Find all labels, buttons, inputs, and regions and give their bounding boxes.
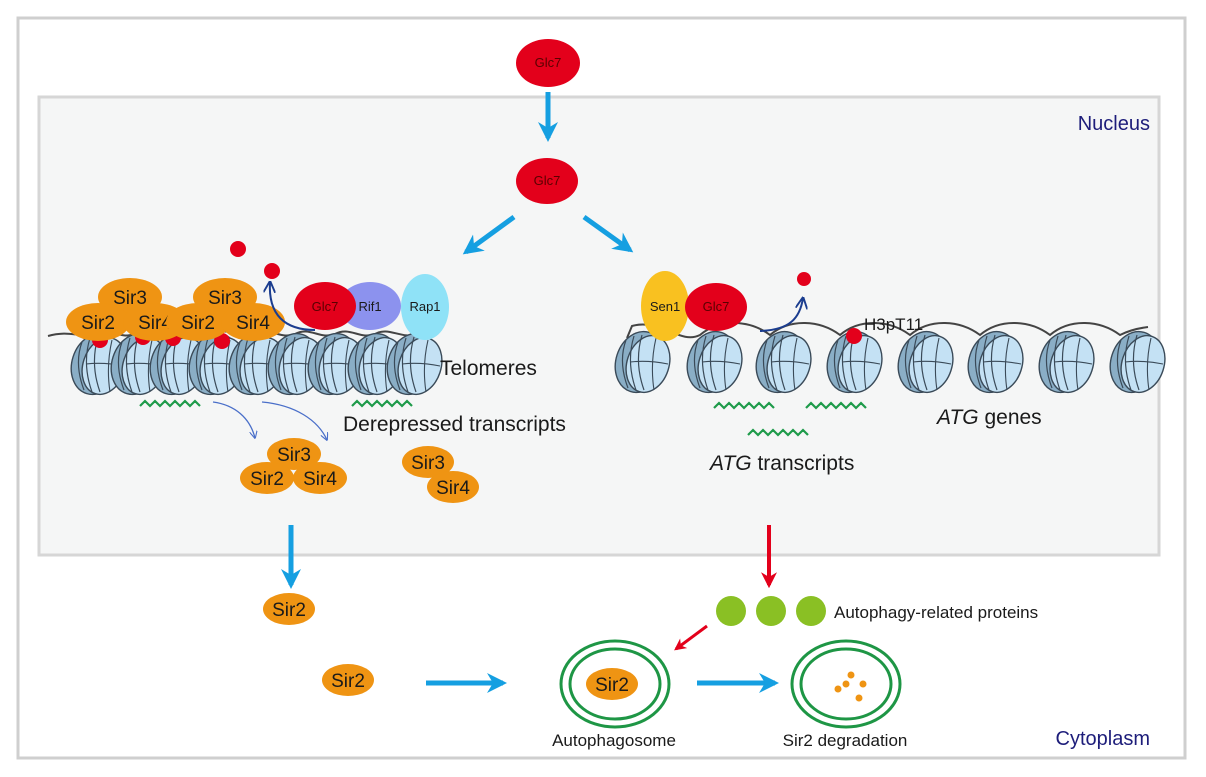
autophagosome: Sir2 xyxy=(559,639,671,729)
released-phosphate xyxy=(264,263,280,279)
autophagosome-formation-arrow xyxy=(674,624,708,651)
svg-text:Sir2: Sir2 xyxy=(250,469,284,490)
released-phosphate xyxy=(230,241,246,257)
dephosphorylation-arrow-atg xyxy=(759,298,803,332)
sir2-cytoplasmic: Sir2 xyxy=(322,664,374,696)
svg-text:Sir3: Sir3 xyxy=(208,288,242,309)
glc7-cytoplasmic-protein: Glc7 xyxy=(516,39,580,87)
sir2-degradation-vacuole xyxy=(790,639,902,729)
svg-text:Sir4: Sir4 xyxy=(303,469,337,490)
svg-text:Sir3: Sir3 xyxy=(411,453,445,474)
svg-text:Sir2: Sir2 xyxy=(181,313,215,334)
svg-text:Rif1: Rif1 xyxy=(358,299,381,314)
svg-text:Sir4: Sir4 xyxy=(236,313,270,334)
nucleus-label: Nucleus xyxy=(1078,113,1150,135)
h3pt11-label: H3pT11 xyxy=(864,315,923,334)
glc7-rif1-rap1-complex: Glc7 Rif1 Rap1 xyxy=(294,274,449,340)
atg-transcripts-label: ATG transcripts xyxy=(708,452,854,475)
svg-text:Sen1: Sen1 xyxy=(650,299,680,314)
arrow-to-atg-genes xyxy=(582,214,634,253)
sir-complex-telomere-1: Sir3 Sir2 Sir4 xyxy=(66,278,187,341)
sen1-glc7-complex: Sen1 Glc7 xyxy=(641,271,747,341)
autophagy-related-proteins-label: Autophagy-related proteins xyxy=(834,603,1038,622)
svg-text:Sir2: Sir2 xyxy=(272,600,306,621)
glc7-nuclear-protein: Glc7 xyxy=(516,158,578,204)
sir-complex-telomere-2: Sir3 Sir2 Sir4 xyxy=(166,278,285,341)
dephosphorylation-arrow xyxy=(270,282,316,331)
svg-text:Sir2: Sir2 xyxy=(81,313,115,334)
telomeres-label: Telomeres xyxy=(440,357,537,380)
sir2-degradation-label: Sir2 degradation xyxy=(783,731,908,750)
sir-release-arrow xyxy=(212,401,255,438)
svg-text:Sir2: Sir2 xyxy=(595,675,629,696)
svg-text:Rap1: Rap1 xyxy=(409,299,440,314)
autophagy-related-proteins xyxy=(716,596,826,626)
atg-genes-label: ATG genes xyxy=(935,406,1042,429)
sir-release-arrow xyxy=(261,401,327,440)
svg-text:Glc7: Glc7 xyxy=(703,299,730,314)
h3pt11-phosphate-mark xyxy=(846,328,862,344)
sir2-exported: Sir2 xyxy=(263,593,315,625)
released-sir3-sir4: Sir3 Sir4 xyxy=(402,446,479,503)
arrow-to-telomeres xyxy=(462,214,516,255)
cytoplasm-label: Cytoplasm xyxy=(1056,728,1150,750)
svg-text:Sir3: Sir3 xyxy=(113,288,147,309)
svg-text:Glc7: Glc7 xyxy=(535,55,562,70)
svg-text:Glc7: Glc7 xyxy=(534,173,561,188)
phosphate-mark xyxy=(214,333,230,349)
derepressed-transcripts-label: Derepressed transcripts xyxy=(343,413,566,436)
svg-text:Sir4: Sir4 xyxy=(138,313,172,334)
svg-text:Glc7: Glc7 xyxy=(312,299,339,314)
svg-text:Sir2: Sir2 xyxy=(331,671,365,692)
released-phosphate xyxy=(797,272,811,286)
released-sir-complex: Sir3 Sir2 Sir4 xyxy=(240,438,347,494)
autophagosome-label: Autophagosome xyxy=(552,731,676,750)
svg-text:Sir3: Sir3 xyxy=(277,445,311,466)
svg-text:Sir4: Sir4 xyxy=(436,478,470,499)
